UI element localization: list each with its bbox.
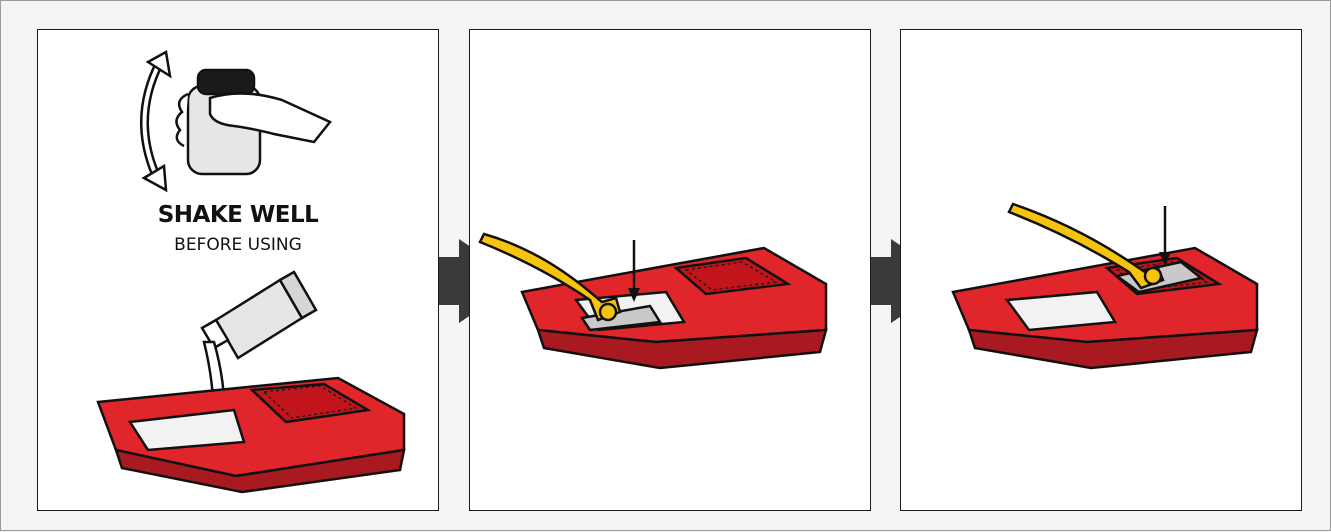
- paint-tray-icon: [953, 248, 1257, 368]
- step-2-panel: [469, 29, 871, 511]
- paint-tray-icon: [98, 378, 404, 492]
- step-3-panel: [900, 29, 1302, 511]
- paint-tray-icon: [522, 248, 826, 368]
- step-1-panel: SHAKE WELL BEFORE USING: [37, 29, 439, 511]
